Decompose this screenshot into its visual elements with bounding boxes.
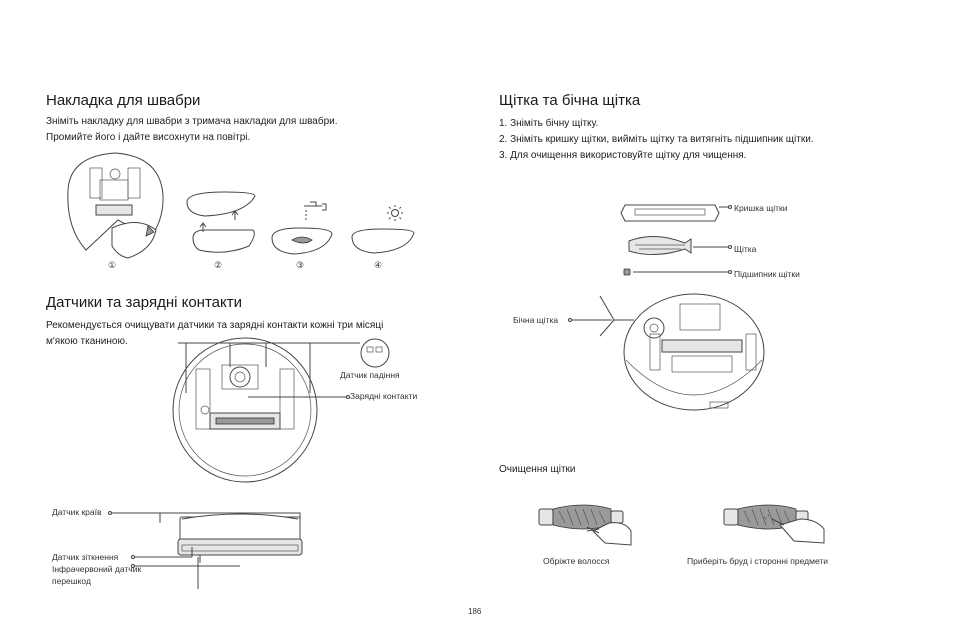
brush-cover-label: Кришка щітки bbox=[734, 203, 788, 213]
brush-steps: 1. Зніміть бічну щітку. 2. Зніміть кришк… bbox=[499, 116, 814, 164]
mop-robot-illustration bbox=[67, 152, 164, 259]
sensors-title: Датчики та зарядні контакти bbox=[46, 294, 242, 311]
brush-bearing-label: Підшипник щітки bbox=[734, 269, 800, 279]
mop-line-1: Зніміть накладку для швабри з тримача на… bbox=[46, 116, 338, 127]
step-number-1: ① bbox=[108, 260, 117, 270]
sensors-line-1: Рекомендується очищувати датчики та заря… bbox=[46, 320, 384, 331]
page-number: 186 bbox=[468, 607, 482, 616]
collision-sensor-label: Датчик зіткнення bbox=[52, 552, 119, 562]
mop-instructions: Зніміть накладку для швабри з тримача на… bbox=[46, 114, 338, 146]
cliff-sensor-label: Датчик падіння bbox=[340, 370, 400, 380]
robot-side-illustration bbox=[108, 511, 303, 589]
brush-step-2: 2. Зніміть кришку щітки, вийміть щітку т… bbox=[499, 134, 814, 145]
sensors-instructions: Рекомендується очищувати датчики та заря… bbox=[46, 318, 383, 350]
mop-step3-illustration bbox=[271, 201, 333, 255]
main-brush-label: Щітка bbox=[734, 244, 757, 254]
brush-step-1: 1. Зніміть бічну щітку. bbox=[499, 118, 599, 129]
step-number-3: ③ bbox=[296, 260, 305, 270]
cut-hair-label: Обріжте волосся bbox=[543, 556, 610, 566]
sensors-line-2: м'якою тканиною. bbox=[46, 336, 128, 347]
brush-parts-illustration bbox=[620, 204, 732, 276]
robot-bottom-illustration bbox=[172, 337, 390, 483]
infrared-label-line-1: Інфрачервоний датчик bbox=[52, 564, 142, 574]
robot-sidebrush-illustration bbox=[568, 293, 765, 411]
mop-title: Накладка для швабри bbox=[46, 92, 201, 109]
edge-sensor-label: Датчик країв bbox=[52, 507, 102, 517]
infrared-sensor-label: Інфрачервоний датчик перешкод bbox=[52, 563, 141, 587]
remove-debris-illustration bbox=[723, 504, 825, 544]
mop-line-2: Промийте його і дайте висохнути на повіт… bbox=[46, 132, 251, 143]
brush-cleaning-title: Очищення щітки bbox=[499, 464, 576, 475]
mop-step2-illustration bbox=[186, 191, 256, 253]
mop-step4-illustration bbox=[351, 205, 415, 254]
cut-hair-illustration bbox=[538, 504, 632, 546]
remove-debris-label: Приберіть бруд і сторонні предмети bbox=[687, 556, 829, 566]
brush-step-3: 3. Для очищення використовуйте щітку для… bbox=[499, 150, 747, 161]
infrared-label-line-2: перешкод bbox=[52, 576, 91, 586]
brush-title: Щітка та бічна щітка bbox=[499, 92, 641, 109]
charging-contacts-label: Зарядні контакти bbox=[350, 391, 418, 401]
side-brush-label: Бічна щітка bbox=[513, 315, 559, 325]
step-number-4: ④ bbox=[374, 260, 383, 270]
step-number-2: ② bbox=[214, 260, 223, 270]
